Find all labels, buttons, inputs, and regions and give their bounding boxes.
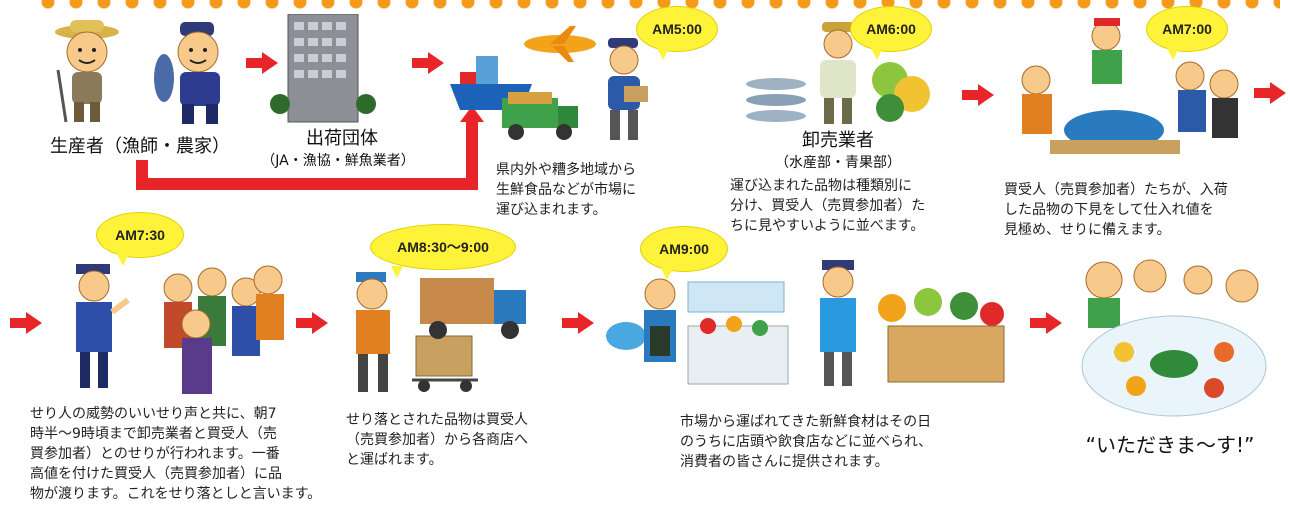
auctioneer-pointing-icon <box>62 262 132 392</box>
step-description: せり落とされた品物は買受人 （売買参加者）から各商店へ と運ばれます。 <box>346 412 528 468</box>
time-bubble: AM8:30～9:00 <box>370 224 516 278</box>
vegetables-icon <box>868 56 934 126</box>
shipping-org-label: 出荷団体 <box>306 128 378 149</box>
flow-arrow <box>562 312 594 334</box>
producer-label: 生産者（漁師・農家） <box>50 136 230 157</box>
worker-icon <box>594 34 654 144</box>
flow-arrow <box>1030 312 1062 334</box>
delivery-worker-icon <box>336 268 416 398</box>
step-description: 県内外や糟多地域から 生鮮食品などが市場に 運び込まれます。 <box>496 162 636 218</box>
flow-arrow <box>10 312 42 334</box>
buyers-inspect-icon <box>1010 14 1250 174</box>
farmer-icon <box>52 18 122 128</box>
wholesaler-sublabel: （水産部・青果部） <box>775 155 901 171</box>
wholesaler-label: 卸売業者 <box>802 130 874 151</box>
fish-icon <box>740 70 816 130</box>
itadakimasu-label: “いただきま～す!” <box>1085 433 1255 457</box>
bypass-line <box>466 118 478 190</box>
time-bubble: AM5:00 <box>636 6 718 60</box>
flow-arrow <box>1254 82 1286 104</box>
time-bubble: AM9:00 <box>640 226 728 280</box>
shipping-org-sublabel: （JA・漁協・鮮魚業者） <box>261 153 415 169</box>
building-icon <box>268 13 378 124</box>
airplane-icon <box>520 24 600 64</box>
truck-icon <box>502 92 580 142</box>
step-description: 買受人（売買参加者）たちが、入荷 した品物の下見をして仕入れ値を 見極め、せりに… <box>1004 182 1228 238</box>
flow-arrow <box>412 52 444 74</box>
bypass-line <box>136 178 476 190</box>
time-bubble: AM7:00 <box>1146 6 1228 60</box>
time-bubble: AM7:30 <box>96 212 184 266</box>
dining-table-icon <box>1074 256 1274 422</box>
flow-arrow <box>296 312 328 334</box>
produce-boxes-icon <box>868 288 1008 388</box>
delivery-truck-icon <box>420 272 530 344</box>
flow-arrow <box>962 84 994 106</box>
fish-stall-icon <box>604 266 794 396</box>
fisherman-icon <box>150 18 240 128</box>
step-description: せり人の威勢のいいせり声と共に、朝7 時半～9時頃まで卸売業者と買受人（売 買参… <box>30 406 322 502</box>
cart-icon <box>410 330 480 394</box>
time-bubble: AM6:00 <box>850 6 932 60</box>
buyers-group-icon <box>150 258 290 398</box>
auctioneer-icon <box>808 18 868 128</box>
step-description: 市場から運ばれてきた新鮮食材はその日 のうちに店頭や飲食店などに並べられ、 消費… <box>680 414 933 470</box>
flow-arrow <box>246 52 278 74</box>
orange-dot-border <box>40 0 1280 10</box>
step-description: 運び込まれた品物は種類別に 分け、買受人（売買参加者）た ちに見やすいように並べ… <box>730 178 926 234</box>
vendor-icon <box>808 258 868 390</box>
ship-icon <box>446 50 536 120</box>
